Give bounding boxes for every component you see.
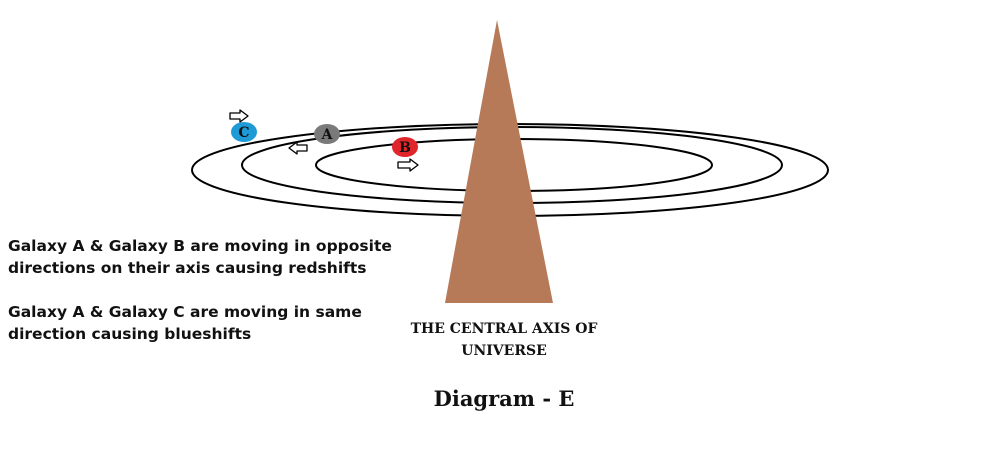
redshift-note-line-1: Galaxy A & Galaxy B are moving in opposi…: [8, 237, 392, 255]
redshift-note: Galaxy A & Galaxy B are moving in opposi…: [8, 235, 392, 279]
galaxy-a-label: A: [321, 127, 334, 143]
galaxy-b-label: B: [399, 140, 411, 156]
galaxy-b-marker: [392, 137, 418, 157]
galaxy-b: B: [392, 137, 418, 157]
blueshift-note: Galaxy A & Galaxy C are moving in same d…: [8, 301, 362, 345]
galaxy-b-arrow-right-icon: [397, 158, 419, 172]
blueshift-note-line-1: Galaxy A & Galaxy C are moving in same: [8, 303, 362, 321]
galaxy-c-arrow-right-icon: [229, 109, 249, 123]
galaxy-a-arrow-left-icon: [288, 141, 308, 155]
galaxy-a: A: [314, 124, 340, 144]
redshift-note-line-2: directions on their axis causing redshif…: [8, 259, 367, 277]
central-axis-label-line-2: UNIVERSE: [461, 343, 547, 359]
galaxy-a-marker: [314, 124, 340, 144]
galaxy-c-marker: [231, 122, 257, 142]
diagram-caption: Diagram - E: [433, 386, 575, 411]
central-axis-cone: [445, 20, 553, 303]
blueshift-note-line-2: direction causing blueshifts: [8, 325, 252, 343]
galaxy-c-label: C: [238, 125, 249, 141]
central-axis-label-line-1: THE CENTRAL AXIS OF: [410, 321, 598, 337]
central-axis-label: THE CENTRAL AXIS OF UNIVERSE: [384, 318, 624, 362]
galaxy-c: C: [231, 122, 257, 142]
